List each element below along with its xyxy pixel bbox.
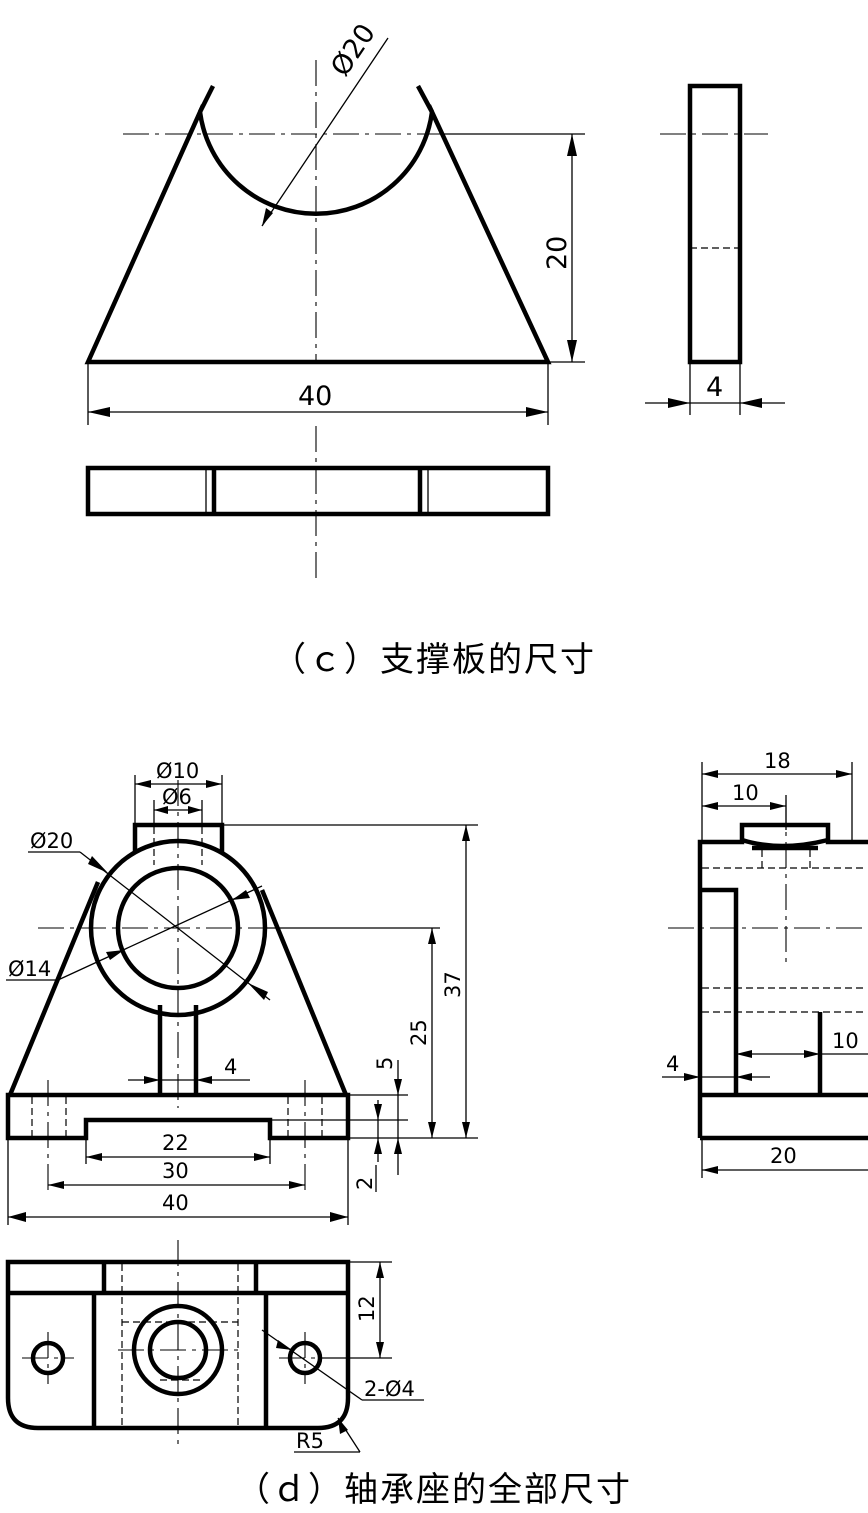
top-outline (5, 1259, 351, 1431)
rib10-arrow-right (804, 1050, 820, 1058)
rib10-label: 10 (832, 1029, 859, 1053)
plate-arc-tip-right (416, 84, 434, 114)
plate-thick-arrow-right (740, 398, 762, 408)
plate-height-arrow-bottom (567, 340, 577, 362)
bearing-seat-front-view: Ø10 Ø6 Ø20 Ø14 4 5 2 (5, 759, 478, 1225)
d10s-arrow-right (770, 802, 786, 810)
t4-arrow-left (684, 1073, 700, 1081)
plate-dia-leader (261, 37, 389, 227)
plate-height-label: 20 (542, 236, 573, 270)
plate-dia-arrow (262, 208, 273, 226)
t4-label: 4 (666, 1052, 679, 1076)
total-h-arrow-top (462, 825, 470, 841)
step-arrow-top (394, 1079, 402, 1095)
d10s-label: 10 (732, 781, 759, 805)
d14-arrow (106, 950, 124, 960)
center-h-arrow-bottom (428, 1122, 436, 1138)
rib10-arrow-left (736, 1050, 752, 1058)
total-h-label: 37 (441, 971, 465, 998)
step-arrow-bottom (394, 1138, 402, 1154)
side-plate (700, 887, 739, 1095)
plate-thick-label: 4 (706, 372, 723, 403)
holes-label: 2-Ø4 (364, 1377, 415, 1401)
support-plate-top-view (85, 426, 551, 582)
rib-label: 4 (224, 1055, 237, 1079)
rib-arrow-left (144, 1076, 160, 1084)
plate-dia-label: Ø20 (325, 18, 382, 81)
d20-arrow (88, 856, 108, 873)
w40-arrow-left (8, 1212, 26, 1222)
w30-arrow-left (48, 1181, 64, 1189)
d12-label: 12 (355, 1295, 379, 1322)
side-boss-curve (741, 837, 829, 849)
plate-width-label: 40 (298, 381, 332, 412)
support-plate-side-view: 4 (645, 83, 785, 415)
caption-d: （ｄ）轴承座的全部尺寸 (236, 1470, 632, 1510)
w22-arrow-left (86, 1153, 102, 1161)
d12-arrow-top (376, 1262, 384, 1278)
d20s-label: 20 (770, 1144, 797, 1168)
r5-arrow (338, 1418, 348, 1434)
support-plate-front-view: Ø20 20 40 (84, 18, 585, 425)
r5-label: R5 (296, 1429, 324, 1453)
plate-top-outline (85, 465, 551, 517)
d6-label: Ø6 (162, 785, 192, 809)
d18-arrow-right (836, 770, 852, 778)
plate-width-arrow-left (88, 407, 110, 417)
d14-arrow-2 (232, 890, 250, 900)
plate-outline (84, 103, 552, 365)
bearing-seat-side-view: 18 10 10 4 20 (662, 749, 868, 1178)
d18-label: 18 (764, 749, 791, 773)
plate-thick-arrow-left (668, 398, 690, 408)
d18-arrow-left (702, 770, 718, 778)
plate-side-outline (687, 83, 743, 365)
d6-arrow-right (188, 806, 202, 814)
step-label: 5 (373, 1057, 397, 1070)
w30-arrow-right (289, 1181, 305, 1189)
w22-arrow-right (254, 1153, 270, 1161)
d14-leader (57, 885, 263, 981)
plate-height-arrow-top (567, 134, 577, 156)
total-h-arrow-bottom (462, 1122, 470, 1138)
d6-arrow-left (154, 806, 168, 814)
d10-arrow-right (206, 780, 222, 788)
plate-arc-tip-left (197, 84, 216, 114)
w40-label: 40 (162, 1191, 189, 1215)
d10-arrow-left (135, 780, 151, 788)
support-side-left (7, 881, 101, 1096)
d20-label: Ø20 (30, 829, 73, 853)
center-h-label: 25 (407, 1019, 431, 1046)
base-outline (5, 1092, 351, 1141)
support-side-right (259, 889, 349, 1096)
recess-arrow-bottom (374, 1138, 382, 1154)
recess-arrow-top (374, 1104, 382, 1120)
d10s-arrow-left (702, 802, 718, 810)
d20-arrow-2 (248, 983, 268, 1000)
d20s-arrow-left (702, 1166, 718, 1174)
center-h-arrow-top (428, 928, 436, 944)
w40-arrow-right (330, 1212, 348, 1222)
w22-label: 22 (162, 1131, 189, 1155)
rib-arrow-right (196, 1076, 212, 1084)
d14-label: Ø14 (8, 957, 51, 981)
d12-arrow-bottom (376, 1342, 384, 1358)
recess-label: 2 (353, 1177, 377, 1190)
d10-label: Ø10 (156, 759, 199, 783)
bearing-seat-top-view: 12 2-Ø4 R5 (5, 1240, 424, 1453)
caption-c: （ｃ）支撑板的尺寸 (272, 640, 596, 680)
w30-label: 30 (162, 1159, 189, 1183)
holes-arrow (276, 1340, 292, 1350)
plate-width-arrow-right (526, 407, 548, 417)
side-outline (697, 822, 868, 1138)
t4-arrow-right (736, 1073, 752, 1081)
